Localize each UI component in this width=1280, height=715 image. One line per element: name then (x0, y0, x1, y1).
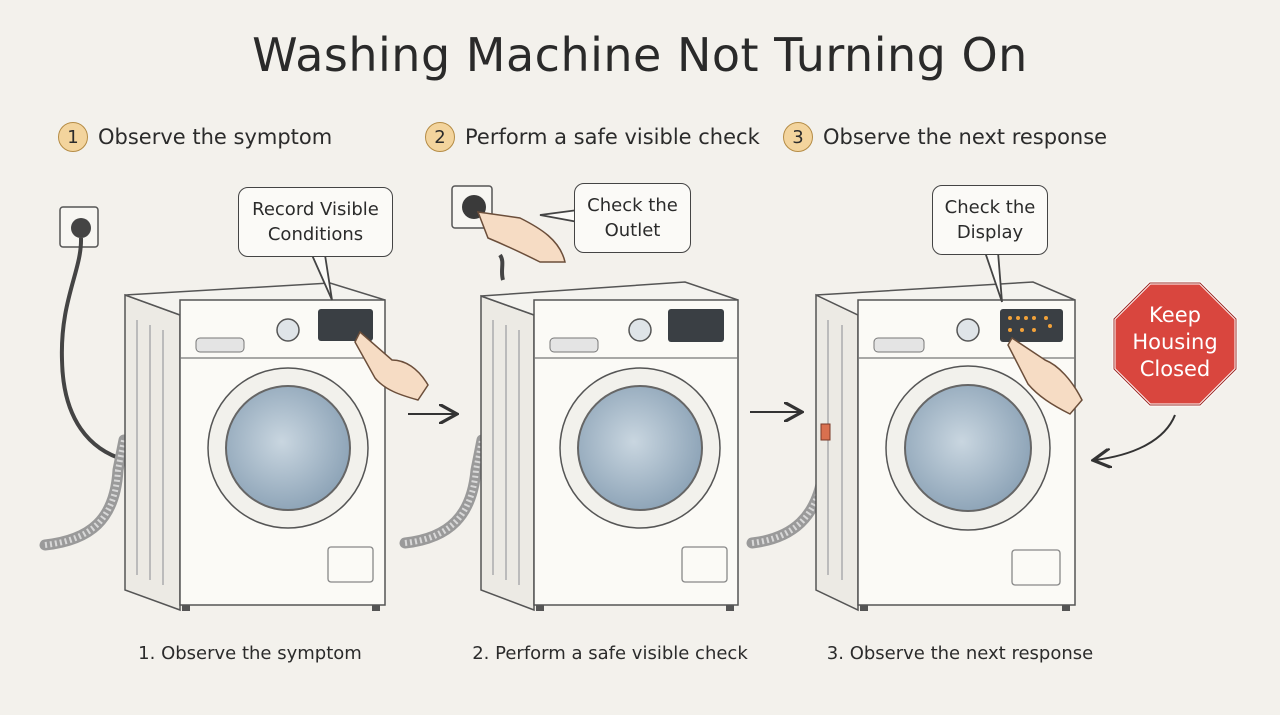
callout-check-the-display: Check the Display (932, 185, 1048, 255)
stop-sign-icon (1112, 281, 1238, 407)
step-1-heading-label: Observe the symptom (98, 125, 333, 149)
callout-line: Conditions (267, 224, 364, 245)
callout-record-visible-conditions: Record Visible Conditions (238, 187, 393, 257)
step-3-number-badge: 3 (783, 122, 813, 152)
step-1-number-badge: 1 (58, 122, 88, 152)
hand-icon (354, 330, 429, 401)
step-2-caption: 2. Perform a safe visible check (472, 643, 748, 664)
callout-line: Outlet (604, 220, 661, 241)
warning-sign-line: Closed (1139, 357, 1211, 381)
step-1-heading: 1 Observe the symptom (58, 120, 332, 154)
hand-icon (1007, 336, 1083, 415)
arrow-icon (1095, 414, 1176, 460)
warning-sign-line: Keep (1149, 303, 1201, 327)
callout-line: Record Visible (252, 199, 379, 220)
step-3-heading: 3 Observe the next response (783, 120, 1107, 154)
step-2-heading-label: Perform a safe visible check (465, 125, 760, 149)
step-3-caption: 3. Observe the next response (826, 643, 1094, 664)
step-3-heading-label: Observe the next response (823, 125, 1108, 149)
washing-machine-1 (39, 206, 429, 612)
warning-sign-text: Keep Housing Closed (1116, 302, 1234, 383)
wall-outlet-icon (59, 206, 126, 462)
hand-icon (476, 211, 566, 263)
callout-line: Display (956, 222, 1024, 243)
step-2-number-badge: 2 (425, 122, 455, 152)
washing-machine-3 (746, 251, 1083, 612)
page-title: Washing Machine Not Turning On (252, 28, 1028, 82)
washing-machine-2 (399, 185, 739, 612)
step-1-caption: 1. Observe the symptom (138, 643, 362, 664)
step-2-heading: 2 Perform a safe visible check (425, 120, 760, 154)
warning-sign-line: Housing (1132, 330, 1218, 354)
callout-line: Check the (587, 195, 678, 216)
callout-line: Check the (944, 197, 1036, 218)
callout-check-the-outlet: Check the Outlet (574, 183, 691, 253)
